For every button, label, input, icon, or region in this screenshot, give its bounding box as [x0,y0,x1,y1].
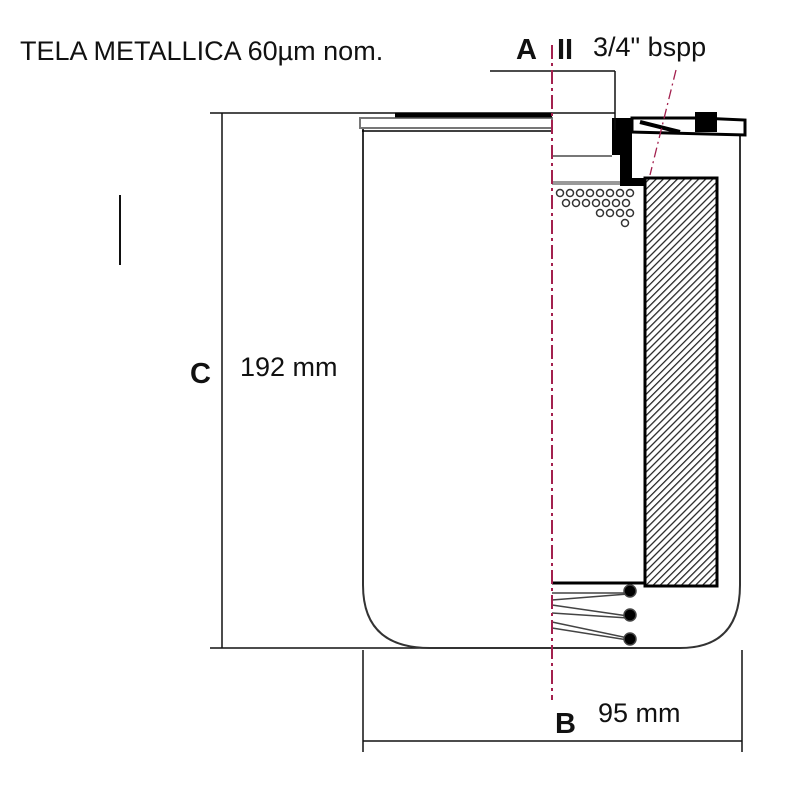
diameter-value: 95 mm [598,698,681,728]
perforation-hole [581,198,591,208]
dimension-a-label: A [516,34,537,66]
thread-fitting [612,112,747,186]
perforation-hole [601,198,611,208]
height-value: 192 mm [240,352,338,382]
material-label: TELA METALLICA 60µm nom. [20,36,384,66]
perforation-hole [565,188,575,198]
perforation-hole [605,188,615,198]
perforation-hole [585,188,595,198]
width-dimension [362,650,743,752]
perforation-hole [591,198,601,208]
perforation-hole [595,208,605,218]
perforation-hole [571,198,581,208]
filter-media [643,176,719,588]
perforation-hole [615,188,625,198]
perforation-hole [555,188,565,198]
perforation-hole [595,188,605,198]
perforation-hole [575,188,585,198]
thread-label: 3/4" bspp [593,32,707,62]
perforation-hole [611,198,621,208]
perforation-hole [561,198,571,208]
perforation-hole [620,218,630,228]
perforation-hole [625,208,635,218]
perforation-hole [615,208,625,218]
perforated-tube [555,188,635,228]
perforation-hole [621,198,631,208]
filter-housing [359,112,741,649]
dimension-c-label: C [190,358,211,390]
thread-symbol: II [557,34,574,66]
perforation-hole [625,188,635,198]
perforation-hole [605,208,615,218]
spring [551,584,637,646]
dimension-b-label: B [555,708,576,740]
thread-pointer [649,69,677,176]
